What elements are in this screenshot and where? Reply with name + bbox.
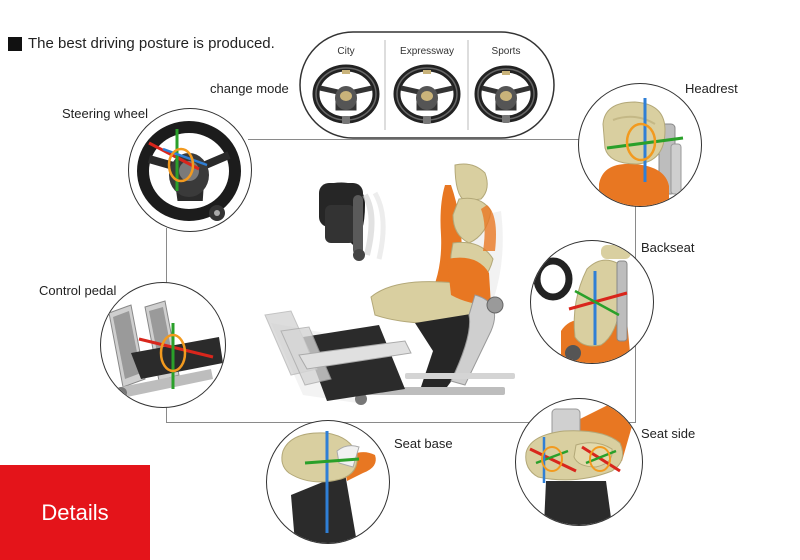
page-heading: The best driving posture is produced. xyxy=(8,35,275,52)
steering-wheel-expressway-icon xyxy=(393,64,461,124)
seat-base-detail[interactable] xyxy=(266,420,390,544)
driving-seat-illustration xyxy=(255,155,515,410)
mode-label-sports: Sports xyxy=(492,46,521,57)
bullet-square-icon xyxy=(8,36,22,51)
central-steering-wheel-icon xyxy=(319,182,386,261)
details-button-label: Details xyxy=(41,499,109,525)
mode-label-expressway: Expressway xyxy=(400,46,454,57)
heading-text: The best driving posture is produced. xyxy=(28,35,275,52)
steering-wheel-label: Steering wheel xyxy=(62,106,148,121)
connector-line-bottom xyxy=(166,422,636,423)
central-seat-cushion xyxy=(370,257,491,324)
seat-base-illustration xyxy=(281,431,376,543)
steering-wheel-detail[interactable] xyxy=(128,108,252,232)
mode-option-city[interactable]: City xyxy=(312,46,380,124)
details-button[interactable]: Details xyxy=(0,465,150,560)
steering-wheel-illustration xyxy=(137,121,241,221)
mode-label-city: City xyxy=(337,46,354,57)
steering-wheel-city-icon xyxy=(312,64,380,124)
seat-side-detail[interactable] xyxy=(515,398,643,526)
mode-option-expressway[interactable]: Expressway xyxy=(393,46,461,124)
control-pedal-detail[interactable] xyxy=(100,282,226,408)
headrest-detail[interactable] xyxy=(578,83,702,207)
headrest-label: Headrest xyxy=(685,81,738,96)
control-pedal-illustration xyxy=(108,300,223,399)
mode-option-sports[interactable]: Sports xyxy=(474,46,538,123)
central-control-pedal xyxy=(264,310,412,401)
connector-line-top xyxy=(248,139,583,140)
seat-side-label: Seat side xyxy=(641,426,696,441)
headrest-illustration xyxy=(599,98,684,206)
steering-wheel-sports-icon xyxy=(474,65,538,123)
control-pedal-label: Control pedal xyxy=(39,283,117,298)
central-seat-base xyxy=(355,294,515,405)
change-mode-label: change mode xyxy=(210,81,289,96)
backseat-detail[interactable] xyxy=(530,240,654,364)
change-mode-selector: City Expressway xyxy=(298,30,556,140)
seat-base-label: Seat base xyxy=(394,436,453,451)
backseat-label: Backseat xyxy=(641,240,695,255)
seat-side-illustration xyxy=(525,405,634,525)
backseat-illustration xyxy=(533,245,631,363)
